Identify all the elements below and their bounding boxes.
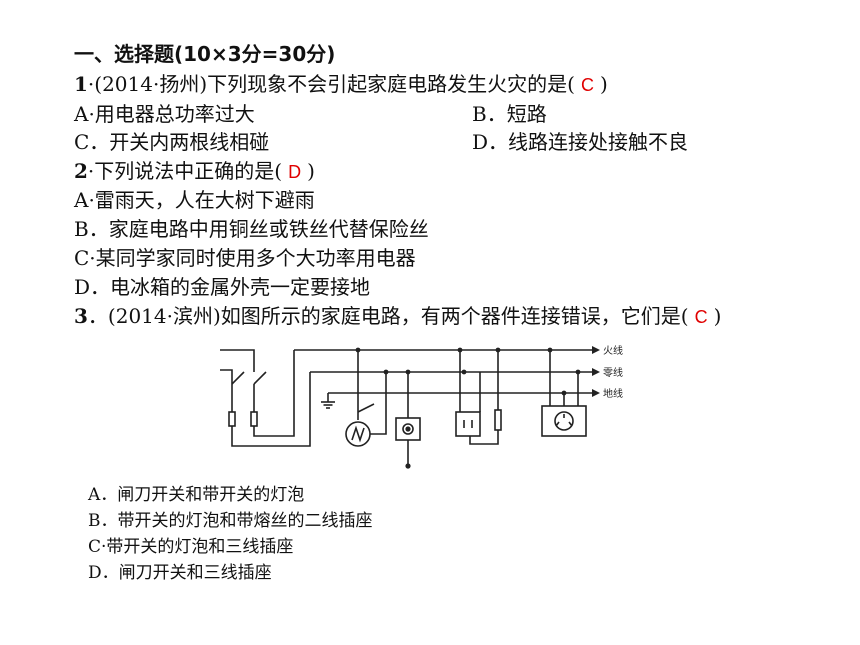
two-pin-socket bbox=[455, 350, 502, 445]
question-1-options-row-1: A·用电器总功率过大 B．短路 bbox=[74, 100, 547, 128]
question-3-option-a: A．闸刀开关和带开关的灯泡 bbox=[88, 485, 305, 505]
circuit-diagram: 火线 零线 地线 bbox=[220, 344, 623, 469]
fuse-icon bbox=[494, 409, 502, 431]
three-pin-socket bbox=[541, 350, 587, 437]
question-1-answer: C bbox=[580, 75, 594, 95]
question-3-text: ．(2014·滨州)如图所示的家庭电路，有两个器件连接错误，它们是( bbox=[87, 304, 689, 328]
knife-switch bbox=[220, 349, 311, 447]
socket-frame bbox=[455, 411, 481, 437]
question-2: 2·下列说法中正确的是(D) bbox=[74, 157, 315, 186]
question-2-option-b: B．家庭电路中用铜丝或铁丝代替保险丝 bbox=[74, 217, 429, 241]
question-2-option-c: C·某同学家同时使用多个大功率用电器 bbox=[74, 246, 416, 270]
section-heading: 一、选择题(10×3分=30分) bbox=[74, 42, 336, 66]
question-3-option-c: C·带开关的灯泡和三线插座 bbox=[88, 537, 294, 557]
live-wire-arrow bbox=[592, 346, 600, 354]
socket-frame-3 bbox=[541, 405, 587, 437]
ground-symbol bbox=[321, 393, 335, 409]
fuse-left bbox=[228, 411, 236, 427]
question-2-option-d: D．电冰箱的金属外壳一定要接地 bbox=[74, 275, 371, 299]
question-3-answer: C bbox=[694, 307, 708, 327]
question-1-option-c: C．开关内两根线相碰 bbox=[74, 130, 270, 154]
question-2-number: 2 bbox=[74, 159, 88, 183]
question-2-text: ·下列说法中正确的是( bbox=[87, 159, 283, 183]
ground-wire-label: 地线 bbox=[603, 387, 623, 400]
fuse-right bbox=[250, 411, 258, 427]
switched-lamp bbox=[345, 350, 387, 447]
question-1-option-a: A·用电器总功率过大 bbox=[74, 102, 255, 126]
question-1-number: 1 bbox=[74, 72, 88, 96]
question-3-close: ) bbox=[713, 304, 722, 328]
ground-wire-arrow bbox=[592, 389, 600, 397]
question-3-option-d: D．闸刀开关和三线插座 bbox=[88, 563, 272, 583]
question-3: 3．(2014·滨州)如图所示的家庭电路，有两个器件连接错误，它们是(C) bbox=[74, 302, 721, 331]
question-3-number: 3 bbox=[74, 304, 88, 328]
question-1: 1·(2014·扬州)下列现象不会引起家庭电路发生火灾的是(C) bbox=[74, 70, 608, 99]
question-1-close: ) bbox=[599, 72, 608, 96]
question-1-option-b: B．短路 bbox=[472, 102, 547, 126]
question-2-option-a: A·雷雨天，人在大树下避雨 bbox=[74, 188, 315, 212]
question-1-option-d: D．线路连接处接触不良 bbox=[472, 130, 689, 154]
live-wire-label: 火线 bbox=[603, 344, 623, 357]
question-2-close: ) bbox=[307, 159, 315, 183]
question-1-options-row-2: C．开关内两根线相碰 D．线路连接处接触不良 bbox=[74, 128, 688, 156]
question-2-answer: D bbox=[288, 162, 302, 182]
fused-socket bbox=[395, 372, 421, 469]
question-3-option-b: B．带开关的灯泡和带熔丝的二线插座 bbox=[88, 511, 373, 531]
neutral-wire-label: 零线 bbox=[603, 366, 623, 379]
question-1-text: ·(2014·扬州)下列现象不会引起家庭电路发生火灾的是( bbox=[87, 72, 575, 96]
neutral-wire-arrow bbox=[592, 368, 600, 376]
